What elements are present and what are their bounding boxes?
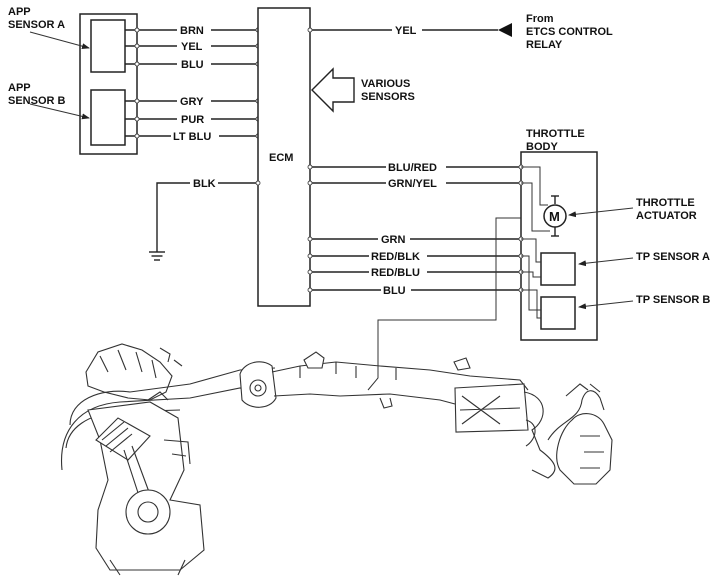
app-sensor-a-label: APP SENSOR A [8, 6, 65, 31]
throttle-actuator-pointer [568, 207, 634, 218]
throttle-actuator-motor: M [543, 195, 567, 237]
various-sensors-label: VARIOUS SENSORS [361, 78, 415, 103]
wire-label-gry: GRY [180, 96, 204, 108]
wire-label-grn: GRN [381, 234, 406, 246]
engine-intake-illustration [60, 343, 613, 576]
motor-symbol: M [549, 209, 560, 224]
tp-sensor-b-box [540, 296, 576, 330]
wire-label-brn: BRN [180, 25, 204, 37]
tp-sensor-b-label: TP SENSOR B [636, 294, 710, 306]
tp-sensor-a-pointer [578, 257, 634, 267]
app-sensor-b-pointer [29, 103, 90, 120]
app-sensor-a-box [90, 19, 126, 73]
wire-label-throttle-blu: BLU [383, 285, 406, 297]
wire-label-blu-red: BLU/RED [388, 162, 437, 174]
throttle-actuator-label: THROTTLE ACTUATOR [636, 197, 698, 222]
throttle-body-lead [367, 217, 521, 391]
tp-sensor-a-box [540, 252, 576, 286]
wire-label-blk: BLK [193, 178, 216, 190]
wire-label-blu: BLU [181, 59, 204, 71]
wire-label-lt-blu: LT BLU [173, 131, 211, 143]
app-sensor-a-pointer [29, 31, 90, 50]
app-sensor-assembly [79, 13, 138, 155]
ground-wire [149, 180, 261, 261]
throttle-body-label: THROTTLE BODY [526, 128, 588, 153]
from-relay-label: From ETCS CONTROL RELAY [526, 13, 616, 51]
wire-label-relay-yel: YEL [395, 25, 417, 37]
app-sensor-b-label: APP SENSOR B [8, 82, 66, 107]
wire-label-grn-yel: GRN/YEL [388, 178, 437, 190]
ecm-label: ECM [269, 152, 293, 164]
app-wire-labels: BRN YEL BLU GRY PUR LT BLU [171, 23, 219, 143]
wire-label-pur: PUR [181, 114, 204, 126]
wire-label-red-blk: RED/BLK [371, 251, 420, 263]
wire-label-red-blu: RED/BLU [371, 267, 420, 279]
tp-sensor-a-label: TP SENSOR A [636, 251, 710, 263]
various-sensors-arrow [311, 67, 355, 113]
tp-sensor-b-pointer [578, 300, 634, 310]
wire-label-yel: YEL [181, 41, 203, 53]
app-sensor-b-box [90, 89, 126, 146]
ecm-box [257, 7, 311, 307]
throttle-wire-labels: BLU/RED GRN/YEL GRN RED/BLK RED/BLU BLU [369, 160, 446, 297]
